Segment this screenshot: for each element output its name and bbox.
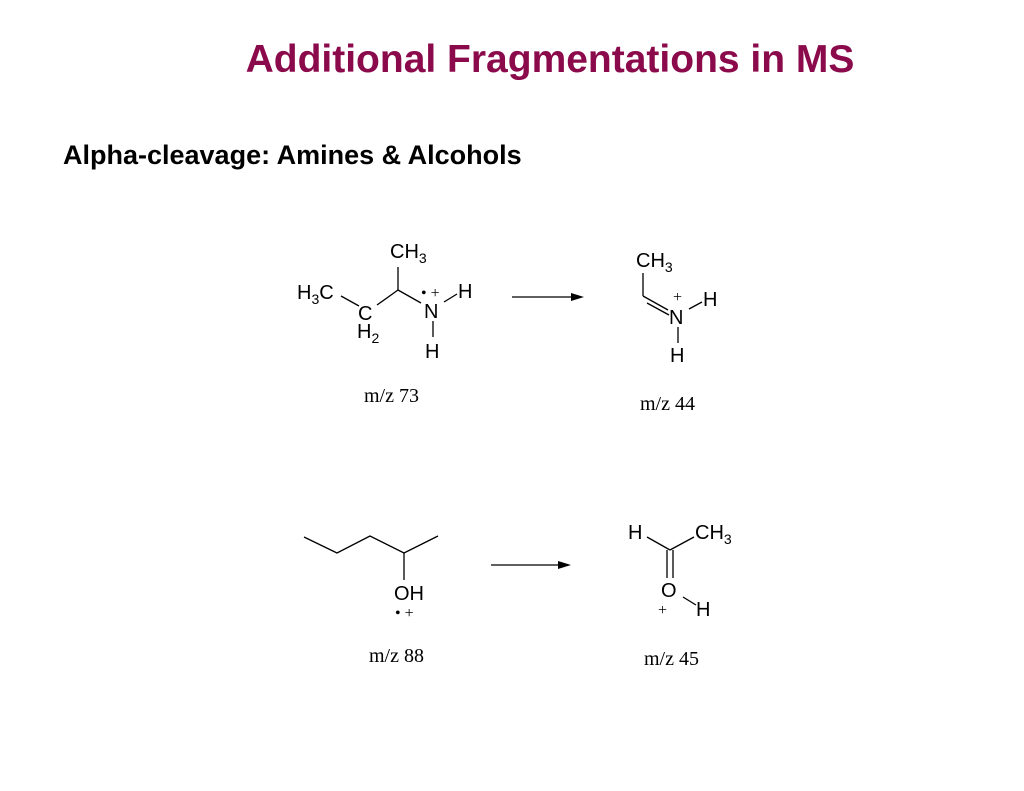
amine-product-h-bottom-label: H — [670, 345, 684, 367]
bond — [397, 289, 422, 304]
amine-product-n-label: N — [669, 307, 683, 329]
amine-reactant-h-bottom-label: H — [425, 341, 439, 363]
amine-reactant-c-label: C — [358, 303, 372, 325]
alcohol-product-ch3-label: CH3 — [695, 522, 732, 547]
bond — [682, 596, 697, 606]
amine-reactant-h-right-label: H — [458, 281, 472, 303]
bond — [340, 295, 360, 307]
amine-product-mz: m/z 44 — [640, 393, 695, 415]
amine-reactant-radical-cation: • + — [421, 285, 440, 302]
bond — [642, 295, 669, 311]
amine-reactant-h2-label: H2 — [357, 321, 379, 346]
slide-subtitle: Alpha-cleavage: Amines & Alcohols — [63, 140, 522, 170]
alcohol-product-mz: m/z 45 — [644, 648, 699, 670]
alcohol-reactant-oh-label: OH — [394, 583, 424, 605]
bond — [646, 302, 670, 316]
bond — [443, 293, 458, 303]
amine-reactant-h3c-label: H3C — [297, 282, 334, 307]
slide-title: Additional Fragmentations in MS — [245, 38, 855, 81]
carbon-chain-skeleton — [303, 535, 439, 554]
amine-reactant-ch3-label: CH3 — [390, 241, 427, 266]
amine-product: CH3 + N H H m/z 44 — [636, 250, 717, 415]
bond — [646, 536, 671, 551]
alcohol-product-o-label: O — [661, 580, 677, 602]
alcohol-reaction-arrow — [491, 561, 571, 569]
amine-reactant-mz: m/z 73 — [364, 385, 419, 407]
amine-reaction-arrow — [512, 293, 584, 301]
amine-reactant-n-label: N — [424, 301, 438, 323]
bond — [669, 536, 695, 551]
amine-product-plus: + — [673, 289, 682, 306]
amine-product-ch3-label: CH3 — [636, 250, 673, 275]
alcohol-reactant-radical-cation: • + — [395, 605, 414, 622]
bond — [688, 301, 703, 310]
amine-reactant: CH3 H3C C H2 N • + H H m/z 73 — [297, 241, 472, 407]
bond — [376, 289, 399, 306]
alcohol-product-plus: + — [658, 602, 667, 619]
alcohol-product-oh-h-label: H — [696, 599, 710, 621]
alcohol-product: H CH3 O + H m/z 45 — [628, 522, 732, 670]
alcohol-product-h-label: H — [628, 522, 642, 544]
alcohol-reactant-mz: m/z 88 — [369, 645, 424, 667]
alcohol-reactant: OH • + m/z 88 — [303, 535, 439, 667]
amine-product-h-right-label: H — [703, 289, 717, 311]
